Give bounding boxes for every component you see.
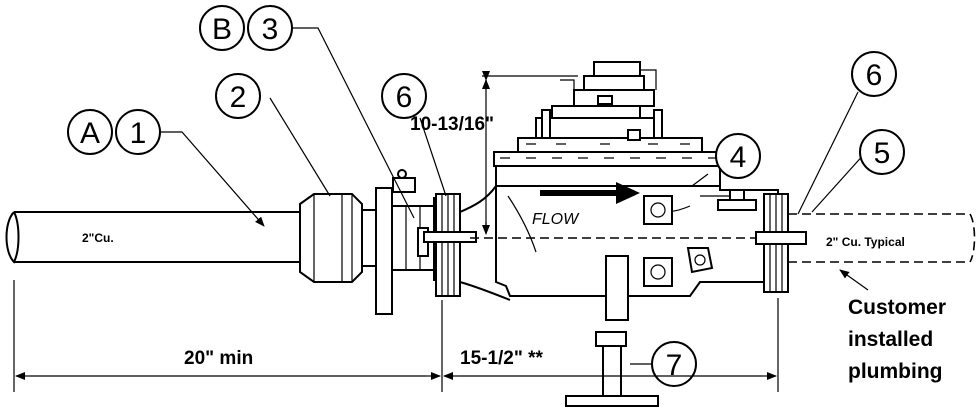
callout-a-label: A bbox=[80, 117, 100, 150]
height-dimension: 10-13/16" bbox=[410, 71, 578, 235]
callout-3-label: 3 bbox=[262, 13, 279, 46]
right-flange bbox=[755, 193, 807, 293]
callout-b: B bbox=[199, 5, 245, 51]
customer-note: Customer installed plumbing bbox=[848, 296, 946, 383]
callout-3: 3 bbox=[247, 5, 293, 51]
callout-1: 1 bbox=[115, 109, 161, 155]
left-flange-gasket bbox=[423, 193, 477, 297]
callout-2-label: 2 bbox=[230, 81, 247, 114]
customer-note-line-2: installed bbox=[848, 328, 933, 351]
inlet-pipe-label: 2"Cu. bbox=[82, 231, 114, 245]
inlet-coupling bbox=[299, 193, 377, 283]
callout-5-label: 5 bbox=[874, 137, 891, 170]
customer-note-line-1: Customer bbox=[848, 296, 946, 319]
callout-4: 4 bbox=[715, 133, 761, 179]
callout-7-label: 7 bbox=[666, 349, 683, 382]
callout-6-right: 6 bbox=[851, 51, 897, 97]
callout-5: 5 bbox=[859, 129, 905, 175]
height-dimension-label: 10-13/16" bbox=[410, 114, 494, 135]
callout-2: 2 bbox=[215, 73, 261, 119]
callout-7: 7 bbox=[651, 341, 697, 387]
flow-label: FLOW bbox=[532, 211, 580, 228]
callout-b-label: B bbox=[212, 13, 232, 46]
meter-length-label: 15-1/2" ** bbox=[460, 348, 544, 369]
inlet-pipe bbox=[5, 211, 305, 264]
callout-6-left-label: 6 bbox=[396, 81, 413, 114]
leader-lines bbox=[160, 27, 869, 365]
outlet-pipe bbox=[788, 213, 976, 263]
customer-note-line-3: plumbing bbox=[848, 360, 942, 383]
pipe-stand bbox=[565, 255, 659, 407]
flow-arrow: FLOW bbox=[532, 182, 640, 228]
meter-body bbox=[459, 61, 779, 301]
callout-1-label: 1 bbox=[130, 117, 147, 150]
callout-6-right-label: 6 bbox=[866, 59, 883, 92]
length-dimensions: 20" min 15-1/2" ** bbox=[13, 280, 779, 392]
callout-6-left: 6 bbox=[381, 73, 427, 119]
upstream-min-label: 20" min bbox=[184, 348, 253, 369]
outlet-pipe-label: 2" Cu. Typical bbox=[826, 235, 905, 249]
callout-a: A bbox=[67, 109, 113, 155]
callout-4-label: 4 bbox=[730, 141, 747, 174]
